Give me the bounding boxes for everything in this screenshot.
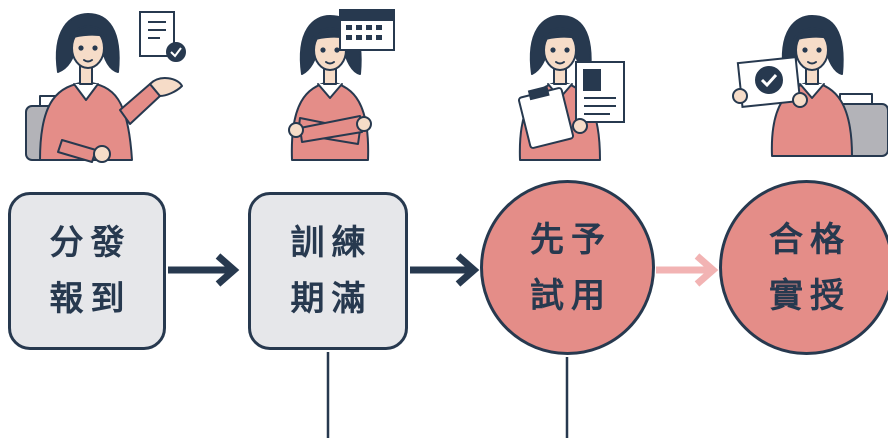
step-3-line-1: 先予 [530, 219, 612, 260]
step-4-line-1: 合格 [769, 219, 851, 260]
step-1-line-1: 分發 [49, 223, 132, 263]
arrow-2-3 [410, 253, 480, 287]
step-node-2: 訓練 期滿 [248, 192, 408, 350]
illustration-2 [288, 15, 372, 161]
step-2-line-2: 期滿 [290, 279, 373, 319]
clipboard-document-icon [518, 61, 625, 149]
calendar-icon [339, 9, 395, 51]
step-3-line-2: 試用 [530, 275, 612, 316]
step-1-line-2: 報到 [49, 279, 132, 319]
certificate-check-icon [732, 55, 808, 109]
step-2-line-1: 訓練 [290, 223, 373, 263]
step-4-line-2: 實授 [769, 275, 851, 316]
step-node-4: 合格 實授 [719, 180, 888, 355]
illustration-1 [25, 13, 183, 163]
step-node-1: 分發 報到 [8, 192, 166, 350]
step-node-3: 先予 試用 [480, 180, 655, 355]
arrow-1-2 [168, 253, 240, 287]
arrow-3-4 [656, 253, 719, 287]
document-check-icon [139, 11, 186, 62]
